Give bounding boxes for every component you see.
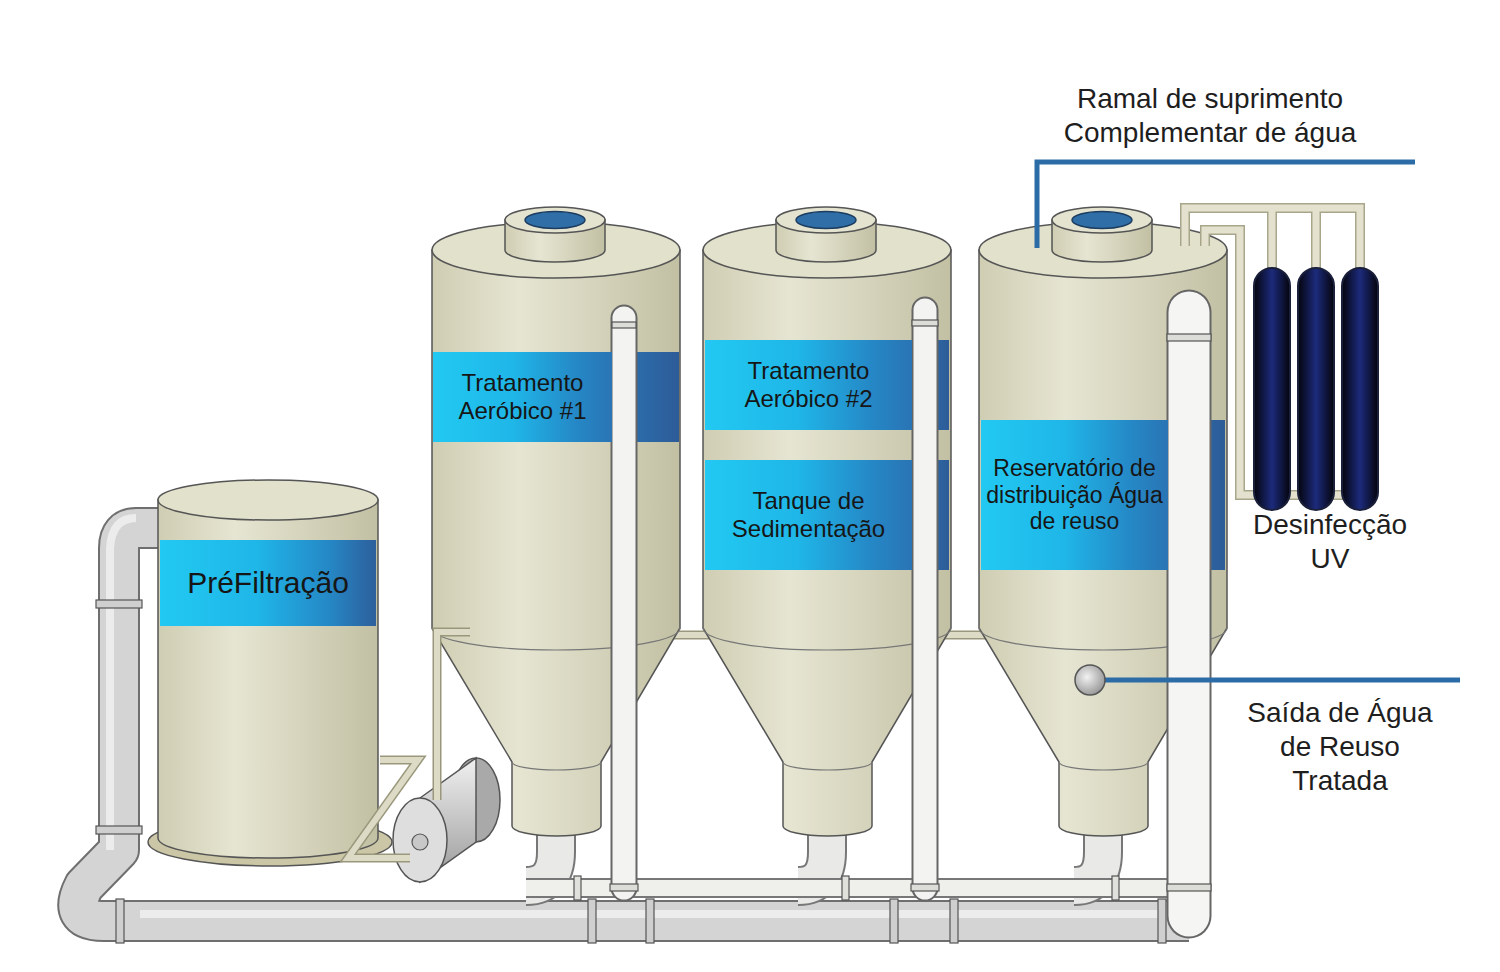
- tank-band: Tanque de Sedimentação: [705, 460, 912, 570]
- band-label: Reservatório de distribuição Água de reu…: [986, 455, 1163, 534]
- tank-band: PréFiltração: [160, 540, 376, 626]
- outlet-port: [1075, 665, 1105, 695]
- band-label: Tratamento Aeróbico #1: [438, 369, 607, 424]
- band-label: Tanque de Sedimentação: [710, 487, 907, 542]
- tank-band: Tratamento Aeróbico #1: [433, 352, 612, 442]
- band-content: PréFiltração: [160, 562, 376, 605]
- callout-label: Saída de Água de Reuso Tratada: [1240, 696, 1440, 798]
- tank-band: Reservatório de distribuição Água de reu…: [981, 420, 1168, 570]
- band-content: Tratamento Aeróbico #2: [705, 353, 912, 416]
- uv-lamps: [1254, 268, 1378, 510]
- band-label: PréFiltração: [165, 566, 371, 601]
- band-content: Tanque de Sedimentação: [705, 483, 912, 546]
- aerobic-tank: [432, 207, 680, 836]
- band-content: Reservatório de distribuição Água de reu…: [981, 451, 1168, 538]
- band-content: Tratamento Aeróbico #1: [433, 365, 612, 428]
- callout-label: Ramal de suprimento Complementar de água: [1010, 82, 1410, 150]
- tank-band: Tratamento Aeróbico #2: [705, 340, 912, 430]
- band-label: Tratamento Aeróbico #2: [710, 357, 907, 412]
- prefilter-tank: [148, 480, 392, 866]
- riser-pipes: [610, 310, 1211, 916]
- callout-label: Desinfecção UV: [1235, 508, 1425, 576]
- pump-pipes: [348, 632, 470, 858]
